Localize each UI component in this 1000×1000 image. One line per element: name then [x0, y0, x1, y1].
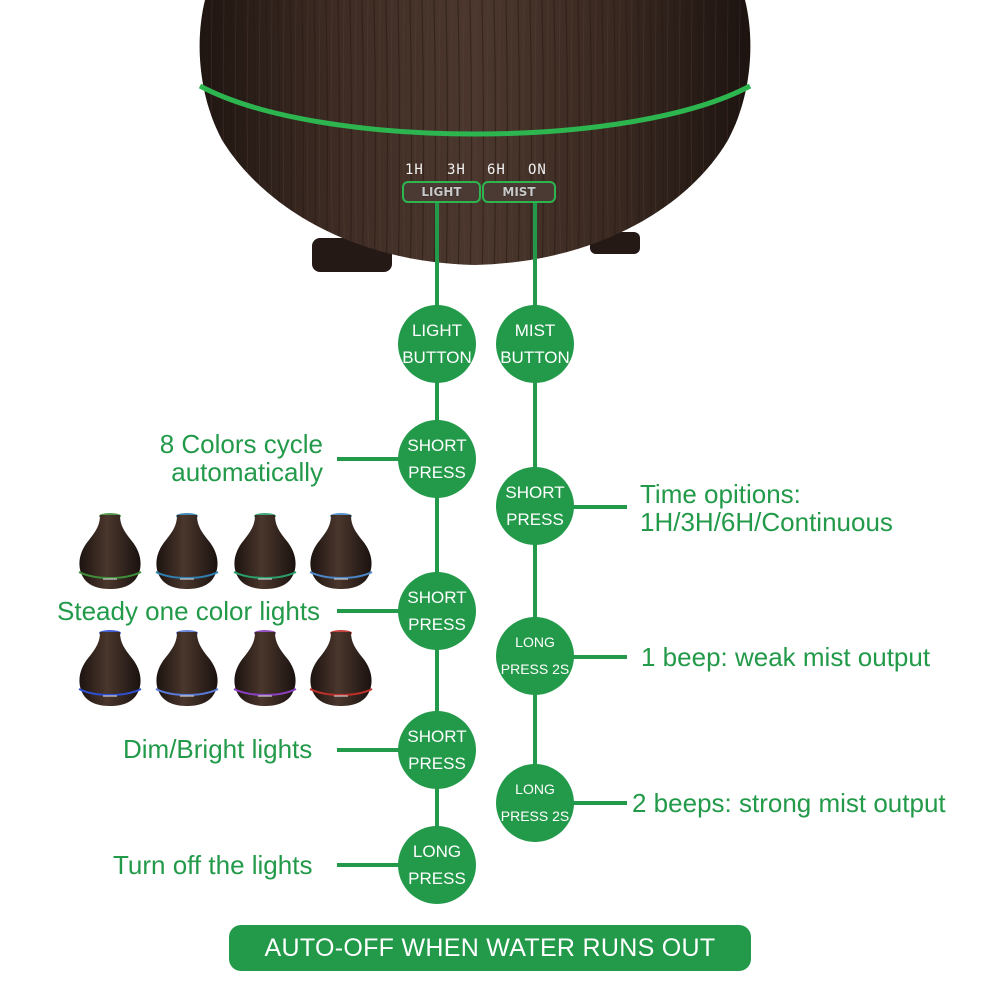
node-text: BUTTON: [500, 348, 570, 367]
node-text: SHORT: [505, 483, 565, 502]
label-steady-color: Steady one color lights: [57, 596, 321, 626]
connector-light-3: [337, 748, 437, 752]
connector-light-1: [337, 457, 437, 461]
connector-mist-3: [535, 801, 627, 805]
diffuser-body: [198, 0, 752, 272]
node-text: PRESS: [408, 754, 466, 773]
label-strong-mist: 2 beeps: strong mist output: [632, 788, 946, 818]
mini-diffuser-3: [228, 510, 302, 590]
light-step-3-node: SHORT PRESS: [398, 711, 476, 789]
mini-diffuser-4: [304, 510, 378, 590]
label-line: Time opitions:: [640, 479, 801, 509]
node-text: PRESS: [408, 615, 466, 634]
node-text: PRESS: [506, 510, 564, 529]
mist-button-node: MIST BUTTON: [496, 305, 574, 383]
device-mist-button[interactable]: MIST: [482, 181, 556, 203]
connector-light-2: [337, 609, 437, 613]
label-lights-off: Turn off the lights: [113, 850, 313, 880]
mist-step-2-node: LONG PRESS 2S: [496, 617, 574, 695]
node-text: LONG: [515, 781, 555, 797]
node-text: LIGHT: [411, 321, 463, 340]
label-time-options: Time opitions: 1H/3H/6H/Continuous: [640, 480, 893, 536]
light-step-2-node: SHORT PRESS: [398, 572, 476, 650]
node-text: MIST: [514, 321, 556, 340]
label-line: automatically: [171, 457, 323, 487]
node-text: SHORT: [407, 588, 467, 607]
node-text: BUTTON: [402, 348, 472, 367]
node-text: PRESS: [408, 463, 466, 482]
light-flow-line: [435, 203, 439, 863]
mini-diffuser-7: [228, 627, 302, 707]
label-dim-bright: Dim/Bright lights: [123, 734, 313, 764]
on-label: ON: [528, 162, 547, 178]
node-text: LONG: [412, 842, 462, 861]
node-text: SHORT: [407, 436, 467, 455]
connector-light-4: [337, 863, 437, 867]
mini-diffuser-2: [150, 510, 224, 590]
mist-step-1-node: SHORT PRESS: [496, 467, 574, 545]
label-line: 1H/3H/6H/Continuous: [640, 507, 893, 537]
label-color-cycle: 8 Colors cycle automatically: [160, 430, 323, 486]
node-text: SHORT: [407, 727, 467, 746]
light-button-node: LIGHT BUTTON: [398, 305, 476, 383]
node-text: LONG: [515, 634, 555, 650]
mini-diffuser-8: [304, 627, 378, 707]
diffuser-illustration: [0, 0, 1000, 290]
connector-mist-2: [535, 655, 627, 659]
timer-1h-label: 1H: [405, 162, 424, 178]
timer-3h-label: 3H: [447, 162, 466, 178]
mini-diffuser-5: [73, 627, 147, 707]
light-step-1-node: SHORT PRESS: [398, 420, 476, 498]
node-text: PRESS 2S: [500, 661, 570, 677]
connector-mist-1: [535, 505, 627, 509]
timer-6h-label: 6H: [487, 162, 506, 178]
device-light-button[interactable]: LIGHT: [402, 181, 481, 203]
label-line: 8 Colors cycle: [159, 429, 323, 459]
mini-diffuser-6: [150, 627, 224, 707]
node-text: PRESS 2S: [500, 808, 570, 824]
mist-step-3-node: LONG PRESS 2S: [496, 764, 574, 842]
mini-diffuser-1: [73, 510, 147, 590]
node-text: PRESS: [408, 869, 466, 888]
label-weak-mist: 1 beep: weak mist output: [641, 642, 931, 672]
auto-off-banner: AUTO-OFF WHEN WATER RUNS OUT: [229, 925, 751, 971]
light-step-4-node: LONG PRESS: [398, 826, 476, 904]
